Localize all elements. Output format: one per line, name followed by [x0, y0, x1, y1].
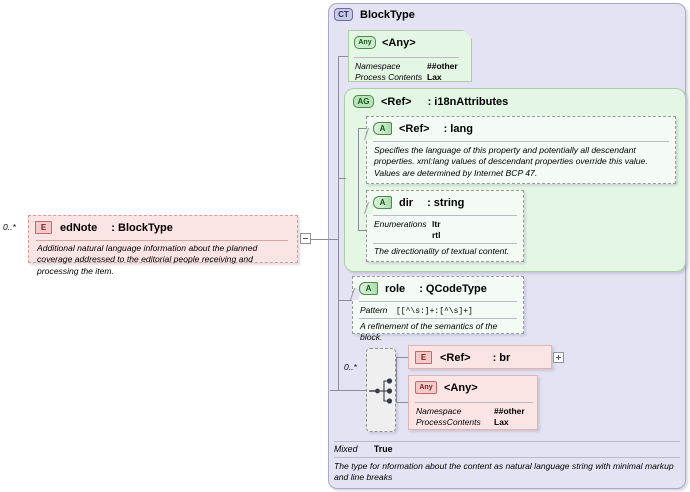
attribute-role-header: A role : QCodeType: [359, 282, 487, 295]
connector: [358, 128, 359, 230]
attribute-dir-facets: Enumerations ltr rtl: [374, 219, 441, 241]
element-ednote-doc: Additional natural language information …: [37, 243, 258, 276]
divider: [373, 243, 517, 244]
connector: [338, 300, 352, 301]
any-badge-icon: Any: [354, 36, 376, 49]
divider: [354, 57, 459, 58]
attribute-role-type: : QCodeType: [419, 282, 487, 295]
attribute-lang-name: <Ref>: [399, 122, 430, 135]
attribute-dir-name: dir: [399, 196, 414, 209]
connector: [330, 390, 366, 391]
any-green-box[interactable]: Any <Any> Namespace ##other Process Conte…: [348, 30, 472, 82]
attribute-lang-doc: Specifies the language of this property …: [374, 145, 648, 178]
choice-symbol[interactable]: [366, 348, 396, 432]
facet-value: [[^\s:]+:[^\s]+]: [396, 307, 473, 316]
element-ednote-box[interactable]: E edNote : BlockType Additional natural …: [28, 215, 298, 276]
attribute-lang-type: : lang: [443, 122, 473, 135]
element-br-type: : br: [492, 351, 511, 364]
attribute-dir-header: A dir : string: [373, 196, 464, 209]
element-ednote-header: E edNote : BlockType: [35, 221, 173, 234]
attribute-badge-icon: A: [373, 196, 392, 209]
facet-value: ltr: [432, 219, 441, 229]
divider: [373, 141, 669, 142]
element-br-box[interactable]: E <Ref> : br: [408, 345, 552, 369]
attribute-group-type: : i18nAttributes: [427, 95, 509, 108]
attribute-role-doc: A refinement of the semantics of the blo…: [360, 321, 498, 343]
connector: [338, 56, 339, 390]
divider: [373, 215, 517, 216]
prop-key: Namespace: [416, 406, 462, 416]
element-ednote-occurrence: 0..*: [3, 222, 16, 232]
attribute-group-header: AG <Ref> : i18nAttributes: [353, 95, 508, 108]
mixed-label: Mixed: [334, 444, 358, 454]
attribute-badge-icon: A: [373, 122, 392, 135]
element-badge-icon: E: [415, 351, 432, 364]
complextype-header: CT BlockType: [334, 8, 415, 21]
connector: [396, 357, 408, 358]
attribute-dir-type: : string: [427, 196, 465, 209]
connector: [396, 402, 408, 403]
mixed-row: Mixed True: [334, 444, 393, 454]
attribute-dir-doc: The directionality of textual content.: [374, 246, 510, 256]
divider: [359, 318, 517, 319]
complextype-documentation: The type for nformation about the conten…: [334, 461, 674, 483]
attribute-role-name: role: [385, 282, 406, 295]
prop-key: ProcessContents: [416, 417, 481, 427]
element-br-name: <Ref>: [440, 351, 471, 364]
any-red-header: Any <Any>: [415, 381, 478, 394]
prop-value: Lax: [427, 72, 442, 82]
any-green-name: <Any>: [382, 36, 416, 49]
any-green-props: Namespace ##other Process Contents Lax: [355, 61, 458, 83]
attributegroup-badge-icon: AG: [353, 95, 374, 108]
prop-value: ##other: [494, 406, 525, 416]
attribute-group-name: <Ref>: [381, 95, 412, 108]
any-red-name: <Any>: [444, 381, 478, 394]
divider: [359, 301, 517, 302]
complextype-name: BlockType: [360, 8, 415, 21]
any-red-props: Namespace ##other ProcessContents Lax: [416, 406, 525, 428]
attribute-lang-header: A <Ref> : lang: [373, 122, 473, 135]
element-br-header: E <Ref> : br: [415, 351, 510, 364]
divider: [334, 441, 680, 442]
attribute-role-box[interactable]: A role : QCodeType Pattern [[^\s:]+:[^\s]…: [350, 276, 524, 342]
prop-value: Lax: [494, 417, 509, 427]
any-badge-icon: Any: [415, 381, 437, 394]
attribute-lang-box[interactable]: A <Ref> : lang Specifies the language of…: [364, 116, 676, 184]
attribute-dir-box[interactable]: A dir : string Enumerations ltr rtl The d…: [364, 190, 524, 262]
connector: [338, 178, 346, 179]
collapse-toggle-ednote[interactable]: [300, 233, 311, 244]
connector: [396, 390, 397, 402]
element-badge-icon: E: [35, 221, 52, 234]
attribute-badge-icon: A: [359, 282, 378, 295]
connector: [396, 357, 397, 391]
mixed-value: True: [373, 444, 393, 454]
attribute-role-facets: Pattern [[^\s:]+:[^\s]+]: [360, 305, 473, 317]
complextype-badge-icon: CT: [334, 8, 353, 21]
choice-occurrence: 0..*: [344, 362, 357, 372]
choice-glyph-icon: [369, 378, 393, 404]
prop-key: Namespace: [355, 61, 401, 71]
element-ednote-name: edNote: [60, 221, 98, 234]
facet-label: Pattern: [360, 305, 388, 315]
prop-key: Process Contents: [355, 72, 423, 82]
prop-value: ##other: [427, 61, 458, 71]
facet-label: Enumerations: [374, 219, 427, 229]
facet-value: rtl: [432, 230, 441, 240]
divider: [36, 240, 288, 241]
divider: [415, 402, 533, 403]
expand-toggle-br[interactable]: [553, 352, 564, 363]
connector: [311, 239, 338, 240]
element-ednote-type: : BlockType: [111, 221, 173, 234]
divider: [334, 457, 680, 458]
any-green-header: Any <Any>: [354, 36, 416, 49]
connector: [338, 56, 348, 57]
any-red-box[interactable]: Any <Any> Namespace ##other ProcessConten…: [408, 375, 538, 430]
connector: [358, 230, 367, 231]
connector: [358, 128, 367, 129]
